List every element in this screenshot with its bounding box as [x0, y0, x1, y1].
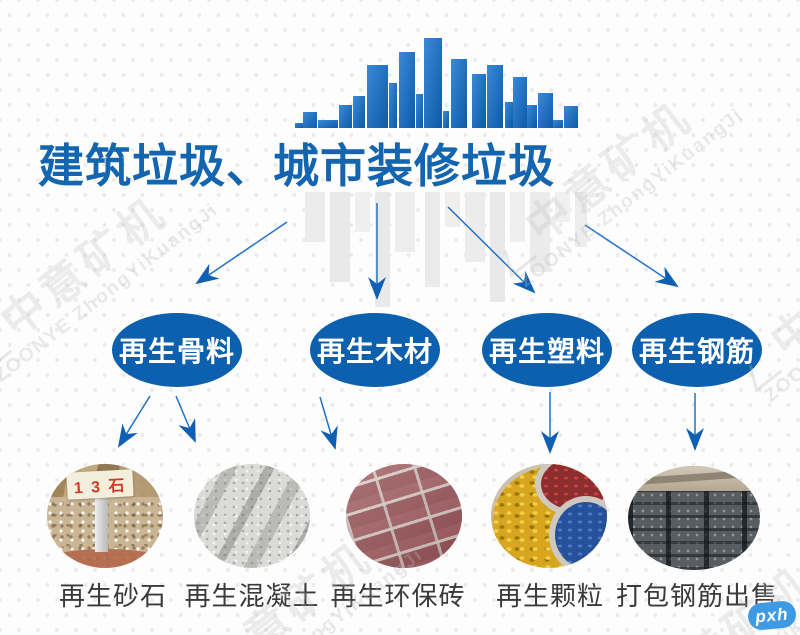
- sign-post: [95, 492, 108, 552]
- category-label: 再生钢筋: [638, 336, 755, 367]
- category-label: 再生骨料: [118, 336, 235, 367]
- skyline-reflection-graphic: [305, 192, 587, 307]
- product-label-steel: 打包钢筋出售: [615, 581, 778, 611]
- category-node-recycled-plastic: 再生塑料: [482, 313, 612, 387]
- product-photo-bricks: [346, 464, 462, 568]
- category-node-recycled-wood: 再生木材: [310, 313, 440, 387]
- product-label-concrete: 再生混凝土: [184, 581, 320, 611]
- arrow-wood-to-bricks: [319, 396, 338, 450]
- category-label: 再生塑料: [488, 336, 605, 367]
- arrow-title-to-aggregate: [195, 221, 288, 285]
- gravel-sign: 1 3 石: [66, 469, 134, 500]
- category-label: 再生木材: [316, 336, 433, 367]
- product-label-granules: 再生颗粒: [495, 581, 604, 611]
- category-node-recycled-aggregate: 再生骨料: [112, 313, 242, 387]
- product-photo-steel-bales: [628, 466, 760, 570]
- page-title: 建筑垃圾、城市装修垃圾: [38, 140, 555, 192]
- granule-bowl-rim: [491, 464, 607, 568]
- product-photo-concrete: [194, 464, 310, 568]
- gravel-sign-text: 1 3 石: [73, 477, 127, 497]
- product-label-sand: 再生砂石: [58, 581, 167, 611]
- product-label-bricks: 再生环保砖: [330, 581, 466, 611]
- category-node-recycled-rebar: 再生钢筋: [632, 313, 762, 387]
- product-photo-granules: [491, 464, 607, 568]
- arrow-aggregate-to-sand: [117, 395, 151, 448]
- pxh-badge-text: pxh: [754, 604, 790, 626]
- arrow-title-to-plastic: [447, 206, 536, 294]
- arrow-aggregate-to-concrete: [175, 395, 196, 443]
- brick-grid-texture: [346, 464, 462, 568]
- city-skyline-icon: [295, 38, 578, 128]
- product-photo-gravel: 1 3 石: [47, 464, 163, 568]
- arrow-title-to-rebar: [584, 224, 679, 288]
